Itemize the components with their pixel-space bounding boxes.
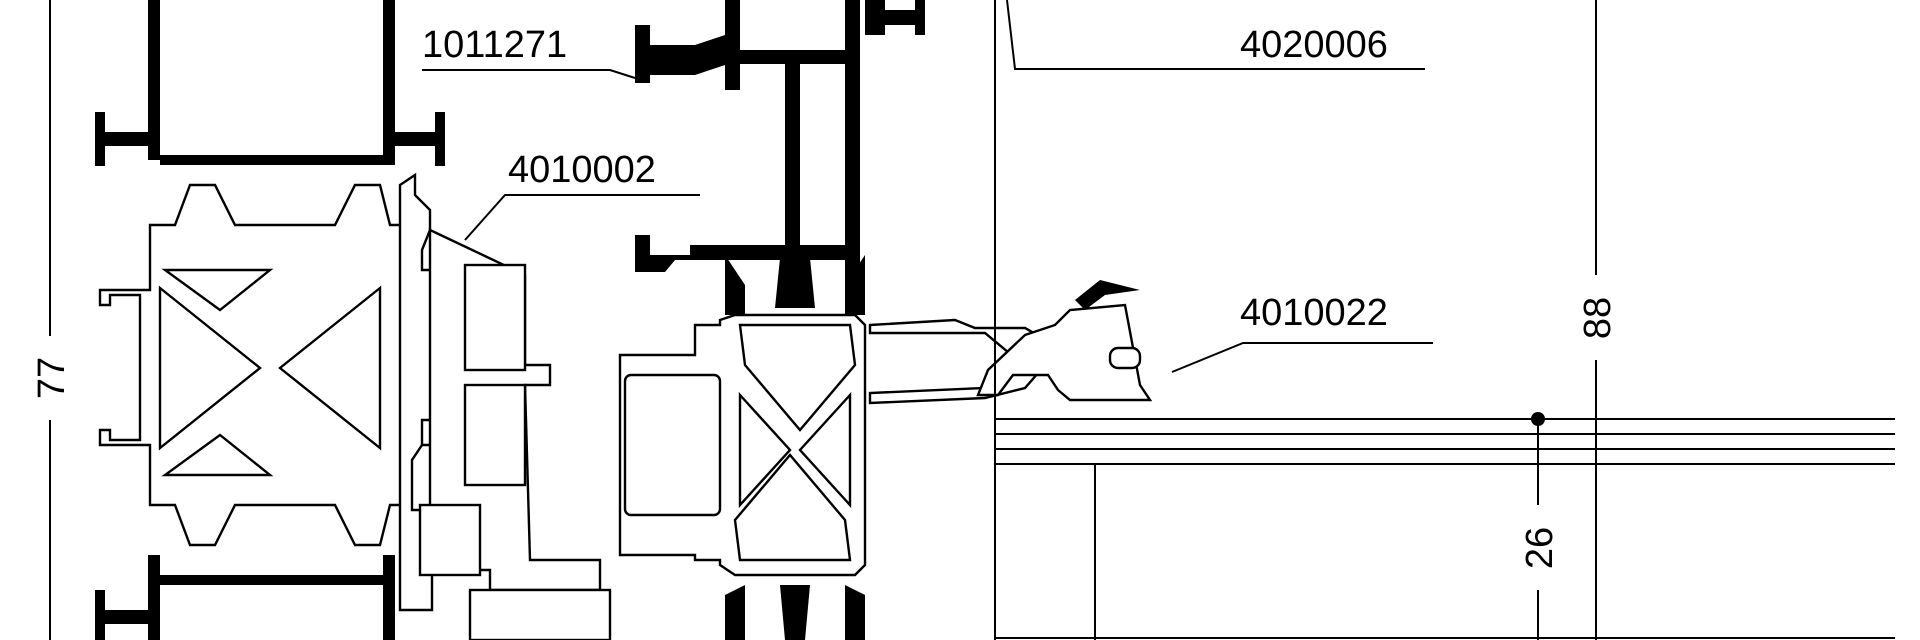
label-1011271: 1011271 xyxy=(422,24,636,79)
part-label: 4020006 xyxy=(1240,24,1388,66)
dimension-77: 77 xyxy=(31,0,73,640)
left-profile xyxy=(95,0,612,640)
dimension-label-88: 88 xyxy=(1577,297,1619,339)
glazing xyxy=(994,0,1895,640)
part-label: 4010002 xyxy=(508,149,656,191)
part-label: 4010022 xyxy=(1240,292,1388,334)
label-4010002: 4010002 xyxy=(464,149,700,241)
right-profile xyxy=(618,0,1153,640)
part-label: 1011271 xyxy=(422,24,567,66)
dimension-26: 26 xyxy=(1519,412,1561,640)
dimension-label-26: 26 xyxy=(1519,527,1561,569)
label-4010022: 4010022 xyxy=(1171,292,1433,373)
dimension-label-77: 77 xyxy=(31,357,73,399)
dimension-88: 88 xyxy=(1577,0,1619,640)
label-4020006: 4020006 xyxy=(1006,0,1425,70)
